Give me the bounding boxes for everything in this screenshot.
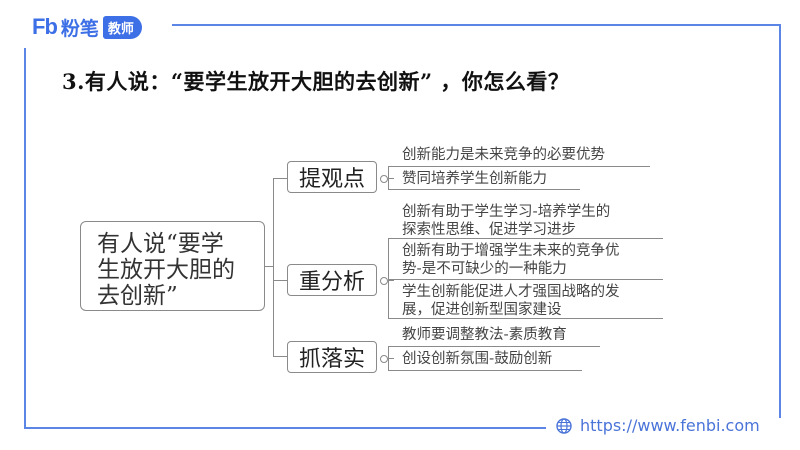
- frame-right-line: [779, 24, 781, 418]
- connector: [388, 280, 394, 281]
- leaf-node: 赞同培养学生创新能力: [402, 171, 547, 187]
- branch-label: 重分析: [298, 270, 365, 295]
- frame-bottom-line: [24, 427, 546, 429]
- fenbi-logo-mark: Fb: [32, 14, 58, 39]
- connector: [273, 280, 287, 281]
- leaf-node: 教师要调整教法-素质教育: [402, 327, 567, 343]
- connector: [388, 238, 389, 318]
- collapse-handle[interactable]: [380, 277, 388, 285]
- url-text: https://www.fenbi.com: [580, 416, 760, 435]
- mindmap-root-node: 有人说“要学 生放开大胆的 去创新”: [80, 221, 265, 311]
- leaf-underline: [388, 189, 580, 190]
- fenbi-teacher-logo: Fb 粉笔 教师: [32, 14, 142, 40]
- leaf-underline: [388, 370, 582, 371]
- footer-url[interactable]: https://www.fenbi.com: [556, 416, 760, 435]
- root-line: 生放开大胆的: [97, 257, 235, 283]
- connector: [273, 178, 287, 179]
- branch-label: 抓落实: [298, 347, 365, 372]
- frame-top-line: [172, 24, 781, 26]
- leaf-underline: [388, 238, 663, 239]
- connector: [388, 358, 394, 359]
- teacher-badge: 教师: [102, 15, 142, 39]
- branch-node-zhualuoshi: 抓落实: [287, 341, 377, 373]
- leaf-node: 创新能力是未来竞争的必要优势: [402, 147, 605, 163]
- branch-label: 提观点: [298, 167, 365, 192]
- leaf-node: 学生创新能促进人才强国战略的发 展，促进创新型国家建设: [402, 284, 620, 318]
- leaf-node: 创新有助于增强学生未来的竞争优 势-是不可缺少的一种能力: [402, 243, 620, 277]
- question-title: 3.有人说：“要学生放开大胆的去创新” ，你怎么看？: [62, 69, 570, 94]
- leaf-node: 创新有助于学生学习-培养学生的 探索性思维、促进学习进步: [402, 204, 611, 238]
- collapse-handle[interactable]: [380, 175, 388, 183]
- connector: [273, 178, 274, 356]
- connector: [388, 166, 389, 189]
- leaf-node: 创设创新氛围-鼓励创新: [402, 351, 553, 367]
- leaf-underline: [388, 318, 663, 319]
- connector: [265, 266, 274, 267]
- root-line: 有人说“要学: [97, 231, 224, 257]
- frame-left-line: [24, 48, 26, 429]
- leaf-underline: [388, 279, 663, 280]
- leaf-underline: [388, 166, 650, 167]
- collapse-handle[interactable]: [380, 355, 388, 363]
- connector: [388, 178, 394, 179]
- leaf-underline: [388, 346, 600, 347]
- connector: [273, 356, 287, 357]
- root-line: 去创新”: [97, 283, 178, 309]
- branch-node-zhongfenxi: 重分析: [287, 264, 377, 296]
- globe-icon: [556, 417, 572, 434]
- fenbi-logo-name: 粉笔: [60, 17, 99, 40]
- branch-node-tiguandian: 提观点: [287, 161, 377, 193]
